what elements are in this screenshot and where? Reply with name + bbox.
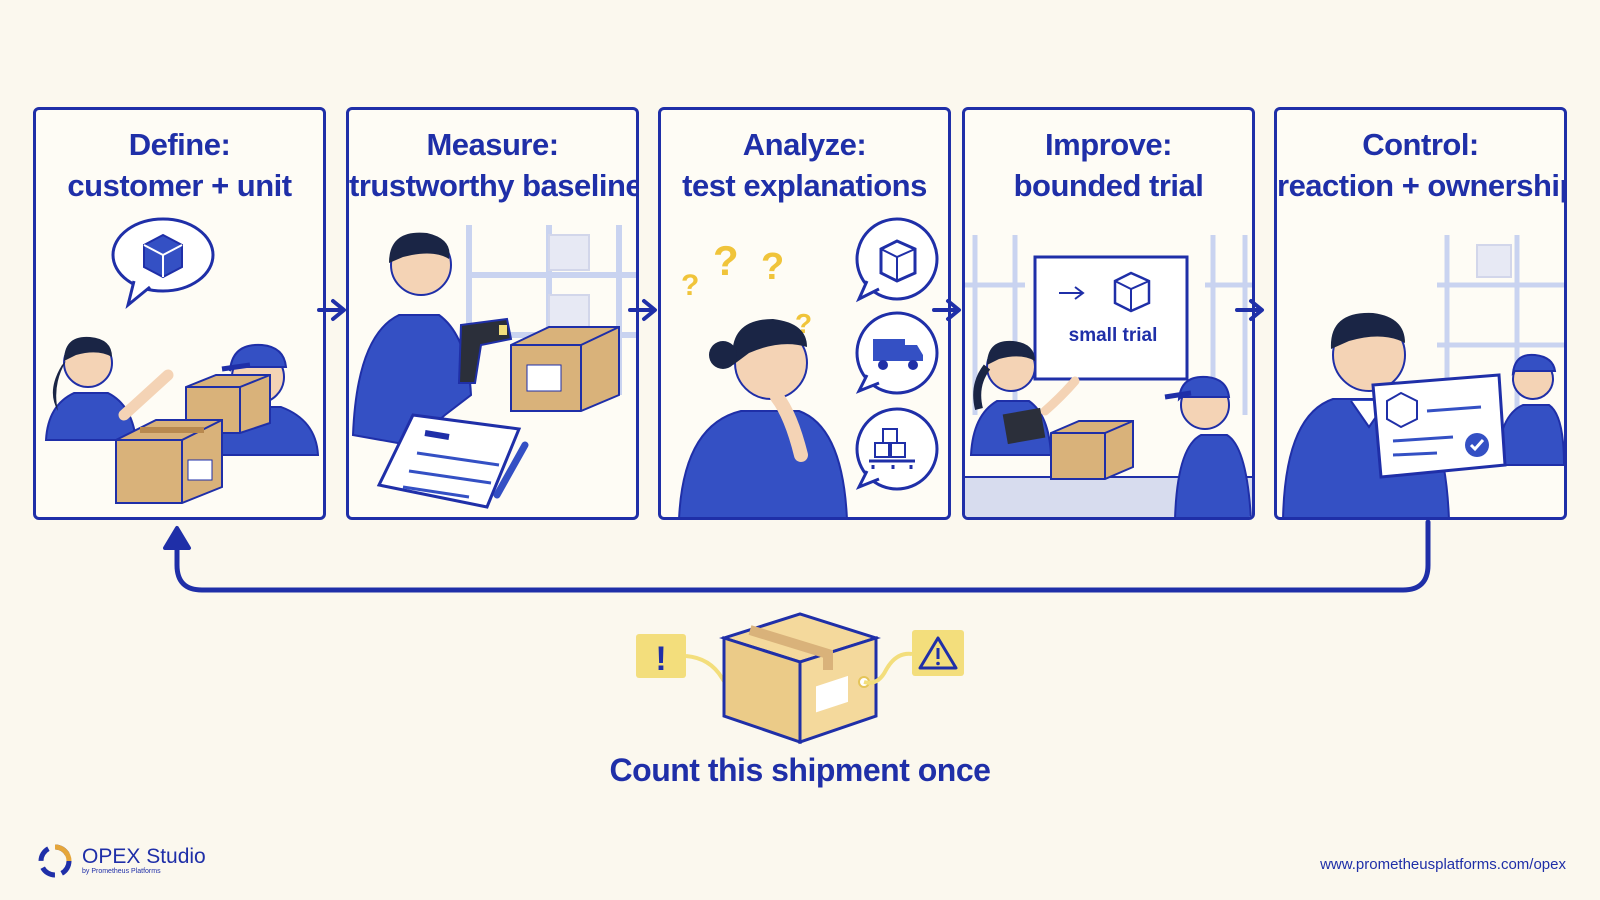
warehouse-shelf-icon <box>466 225 636 395</box>
step-improve-panel: Improve: bounded trial small trial <box>962 107 1255 520</box>
flow-arrow-icon <box>1235 299 1264 321</box>
board-label: small trial <box>1069 325 1158 346</box>
step-define-panel: Define: customer + unit <box>33 107 326 520</box>
package-box-icon <box>1050 420 1134 480</box>
woman-worker-icon <box>969 340 1080 456</box>
svg-text:?: ? <box>713 237 739 284</box>
center-caption: Count this shipment once <box>609 752 991 788</box>
svg-text:!: ! <box>655 640 666 678</box>
truck-bubble-icon <box>855 311 939 395</box>
worker-figure-icon <box>351 232 473 447</box>
thinking-woman-icon <box>678 319 848 517</box>
measure-illustration <box>351 225 636 509</box>
box-icon <box>1113 271 1151 313</box>
step-analyze-title: Analyze: test explanations <box>682 127 927 203</box>
control-illustration <box>1282 235 1564 517</box>
svg-text:?: ? <box>761 246 784 288</box>
brand-ring-icon <box>38 844 72 878</box>
package-box-icon <box>115 419 223 504</box>
define-illustration <box>44 217 320 504</box>
box-bubble-icon <box>855 217 939 303</box>
question-mark-icon: ? ? ? ? <box>681 237 812 339</box>
improve-illustration: small trial <box>965 235 1252 517</box>
step-control-title: Control: reaction + ownership <box>1277 127 1567 203</box>
package-box-icon <box>185 374 271 434</box>
warehouse-shelf-icon <box>1437 235 1564 415</box>
brand-name: OPEX Studio <box>82 845 206 868</box>
warehouse-shelf-icon <box>965 235 1252 415</box>
worker-back-icon <box>1495 353 1564 466</box>
trial-board: small trial <box>1033 255 1189 381</box>
step-analyze-panel: Analyze: test explanations ? ? ? ? <box>658 107 951 520</box>
delivery-man-icon <box>1164 375 1252 517</box>
step-control-panel: Control: reaction + ownership <box>1274 107 1567 520</box>
brand-logo: OPEX Studio by Prometheus Platforms <box>36 842 206 880</box>
footer-url-link[interactable]: www.prometheusplatforms.com/opex <box>1320 856 1566 873</box>
checkmark-icon <box>1465 433 1489 457</box>
checklist-card-icon <box>1371 373 1507 479</box>
step-measure-panel: Measure: trustworthy baseline <box>346 107 639 520</box>
speech-bubble-icon <box>111 217 215 310</box>
barcode-scanner-icon <box>457 317 513 384</box>
step-measure-title: Measure: trustworthy baseline <box>349 127 639 203</box>
woman-figure-icon <box>44 336 174 441</box>
svg-text:?: ? <box>681 269 699 302</box>
flow-arrow-icon <box>628 299 657 321</box>
package-box-icon <box>510 326 620 412</box>
step-define-title: Define: customer + unit <box>67 127 292 203</box>
brand-subtitle: by Prometheus Platforms <box>82 868 161 875</box>
shipment-illustration: ! <box>636 612 964 745</box>
pallet-bubble-icon <box>855 407 939 491</box>
exclamation-icon: ! <box>636 634 686 678</box>
warning-icon <box>912 630 964 676</box>
analyze-illustration: ? ? ? ? <box>678 217 939 517</box>
flow-arrow-icon <box>317 299 346 321</box>
pen-icon <box>493 441 529 499</box>
package-box-icon <box>719 612 881 745</box>
step-improve-title: Improve: bounded trial <box>1013 127 1204 203</box>
clipboard-icon <box>376 413 522 509</box>
flow-arrow-icon <box>932 299 961 321</box>
